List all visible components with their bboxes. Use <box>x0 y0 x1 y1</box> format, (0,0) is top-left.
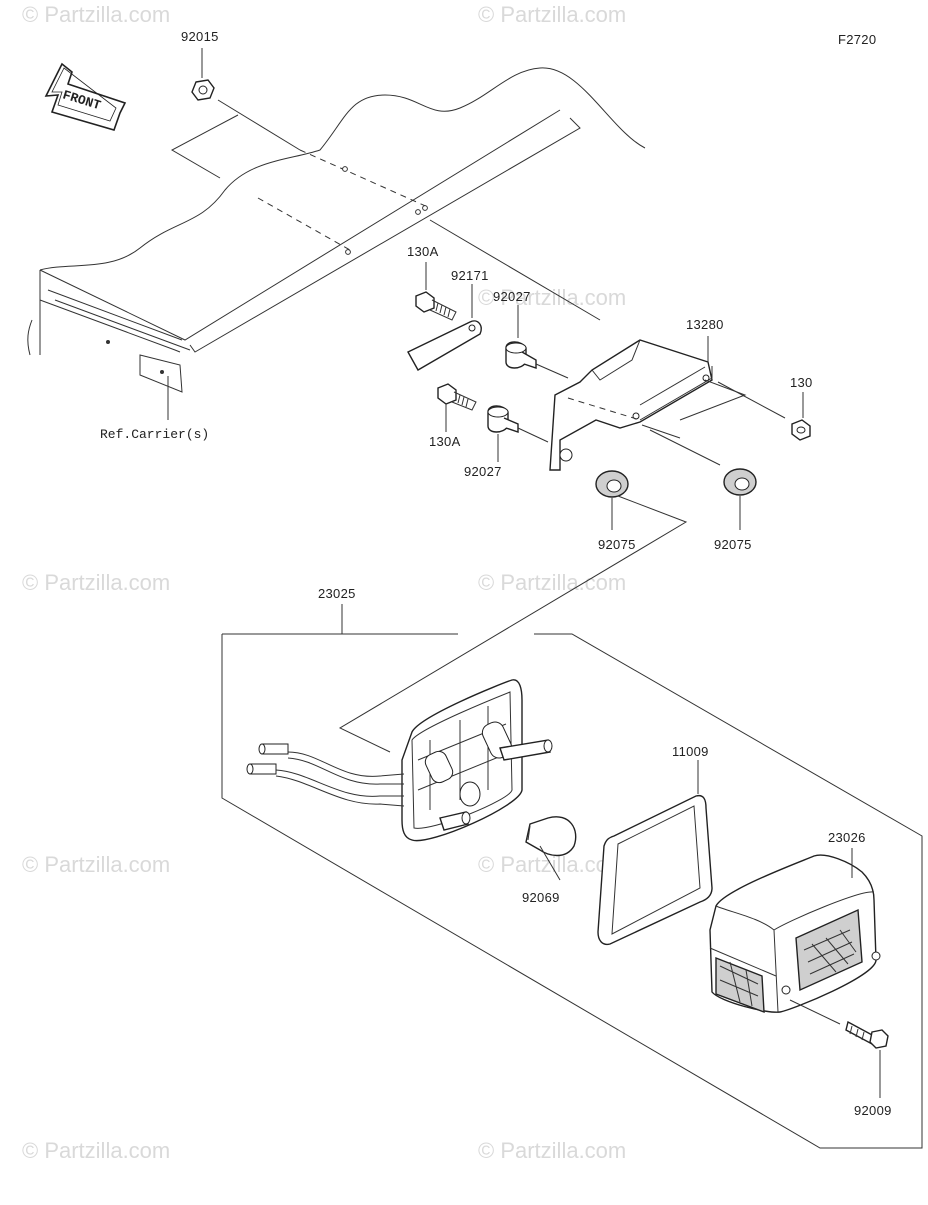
grommet-92075-right[interactable] <box>723 468 757 530</box>
bulb-92069[interactable] <box>525 816 577 881</box>
part-number-92171[interactable]: 92171 <box>451 268 489 283</box>
watermark: © Partzilla.com <box>478 285 626 310</box>
watermark: © Partzilla.com <box>478 570 626 595</box>
bolt-130[interactable] <box>791 392 811 441</box>
watermark: © Partzilla.com <box>22 2 170 27</box>
bolt-130a-top[interactable] <box>415 262 457 321</box>
part-number-13280[interactable]: 13280 <box>686 317 724 332</box>
watermark: © Partzilla.com <box>22 852 170 877</box>
part-number-92075-right[interactable]: 92075 <box>714 537 752 552</box>
watermark: © Partzilla.com <box>478 2 626 27</box>
part-number-130a-bottom[interactable]: 130A <box>429 434 461 449</box>
lens-23026[interactable] <box>709 848 881 1014</box>
screw-92009[interactable] <box>789 999 889 1098</box>
lamp-base[interactable] <box>246 679 553 842</box>
part-number-92027-bottom[interactable]: 92027 <box>464 464 502 479</box>
bolt-130a-bottom[interactable] <box>437 383 477 432</box>
watermark: © Partzilla.com <box>478 1138 626 1163</box>
reference-label: Ref.Carrier(s) <box>100 427 209 442</box>
figure-code: F2720 <box>838 32 876 47</box>
part-number-92069[interactable]: 92069 <box>522 890 560 905</box>
part-number-92027-top[interactable]: 92027 <box>493 289 531 304</box>
watermark: © Partzilla.com <box>22 570 170 595</box>
bracket-13280[interactable] <box>549 336 786 471</box>
gasket-11009[interactable] <box>597 760 713 946</box>
part-number-23025[interactable]: 23025 <box>318 586 356 601</box>
plate-92171[interactable] <box>407 284 482 371</box>
carrier-ref-drawing <box>27 67 646 420</box>
grommet-92075-left[interactable] <box>595 470 629 530</box>
nut-92015[interactable] <box>191 48 215 101</box>
assembly-bracket-23025 <box>221 604 923 1149</box>
watermark: © Partzilla.com <box>22 1138 170 1163</box>
part-number-11009[interactable]: 11009 <box>672 744 709 759</box>
part-number-92015[interactable]: 92015 <box>181 29 219 44</box>
collar-92027-top[interactable] <box>505 305 569 379</box>
front-arrow-icon: FRONT <box>44 62 127 131</box>
part-number-92009[interactable]: 92009 <box>854 1103 892 1118</box>
part-number-130a-top[interactable]: 130A <box>407 244 439 259</box>
part-number-23026[interactable]: 23026 <box>828 830 866 845</box>
part-number-92075-left[interactable]: 92075 <box>598 537 636 552</box>
part-number-130[interactable]: 130 <box>790 375 813 390</box>
watermarks: © Partzilla.com © Partzilla.com © Partzi… <box>22 2 626 1163</box>
collar-92027-bottom[interactable] <box>487 405 549 462</box>
